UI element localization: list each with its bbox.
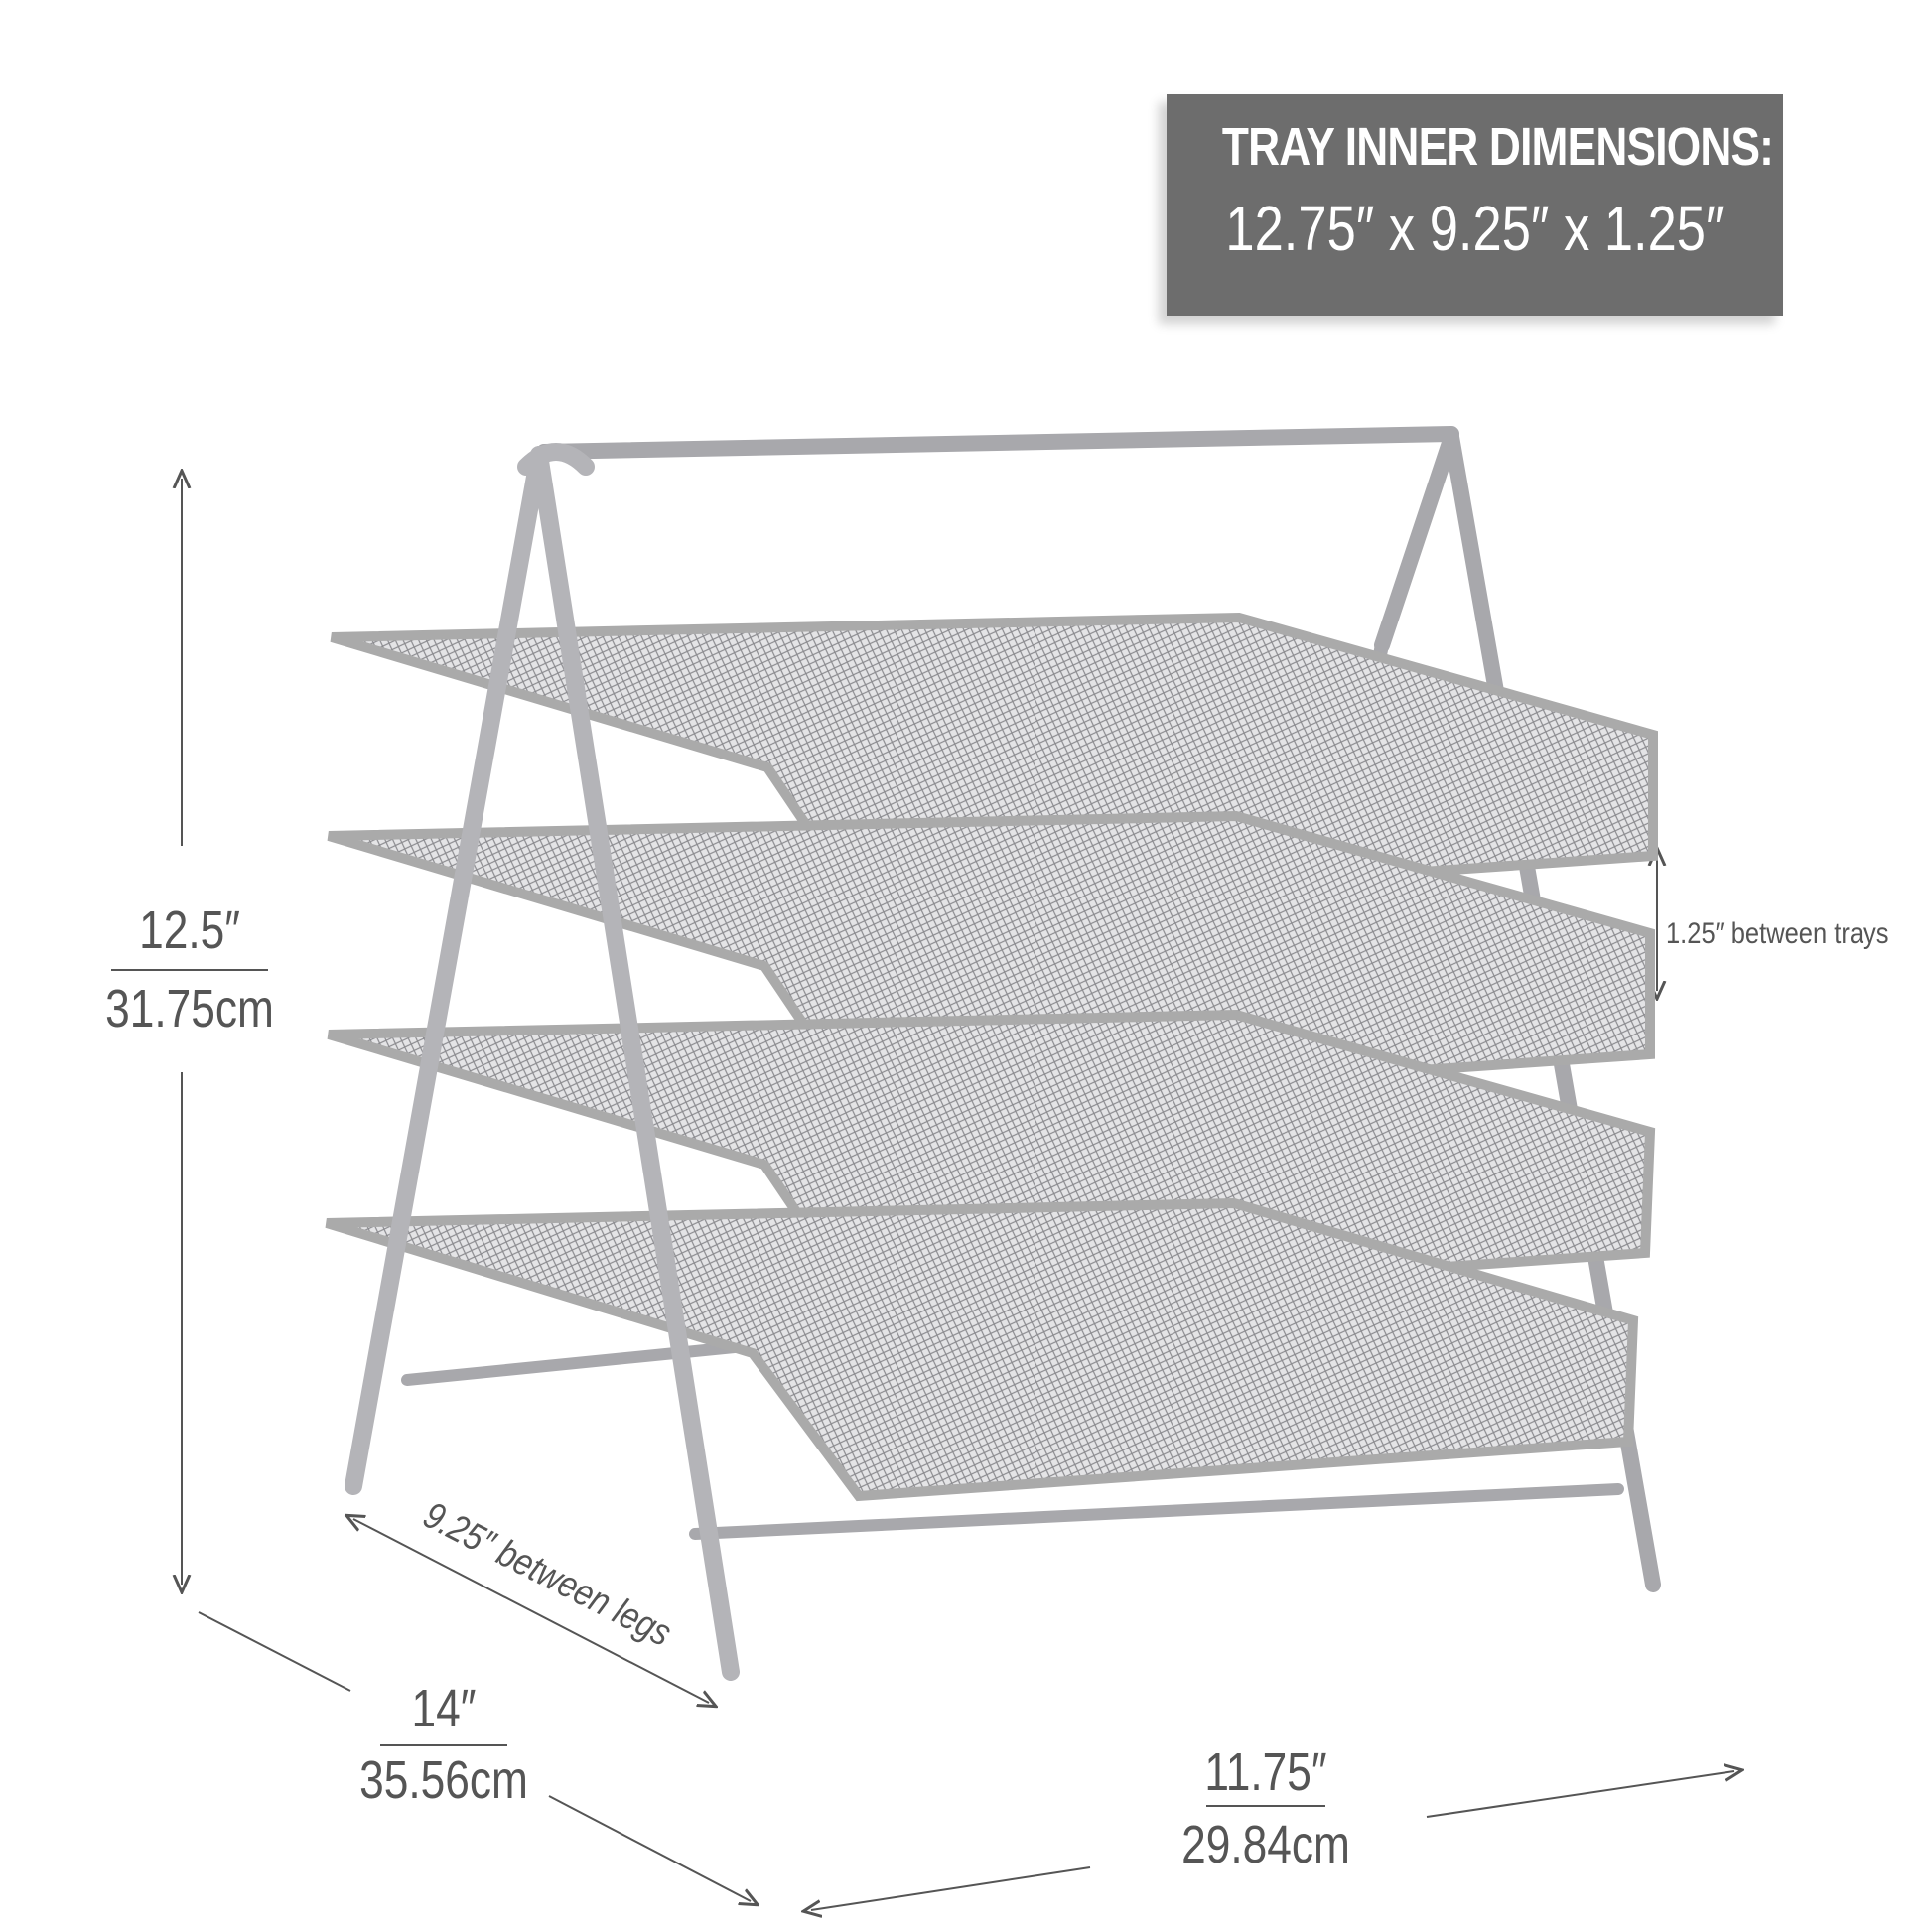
width-line (811, 1866, 1091, 1910)
width-cm: 29.84cm (1181, 1815, 1350, 1874)
height-divider (111, 969, 268, 971)
depth-divider (380, 1744, 507, 1746)
depth-line (198, 1611, 351, 1692)
width-inches: 11.75″ (1204, 1742, 1327, 1802)
tray-gap-label: 1.25″ between trays (1666, 917, 1889, 950)
height-cm: 31.75cm (105, 979, 274, 1038)
width-divider (1206, 1805, 1325, 1807)
label-title: TRAY INNER DIMENSIONS: (1221, 117, 1774, 177)
tray-organizer (325, 426, 1661, 1681)
height-inches: 12.5″ (139, 900, 240, 960)
tray-inner-dimensions-label: TRAY INNER DIMENSIONS: 12.75″ x 9.25″ x … (1167, 94, 1783, 316)
depth-cm: 35.56cm (359, 1750, 528, 1810)
leg-gap-arrow (353, 1519, 709, 1703)
label-value: 12.75″ x 9.25″ x 1.25″ (1225, 193, 1725, 264)
depth-inches: 14″ (411, 1679, 477, 1738)
tray-4 (325, 1197, 1639, 1502)
